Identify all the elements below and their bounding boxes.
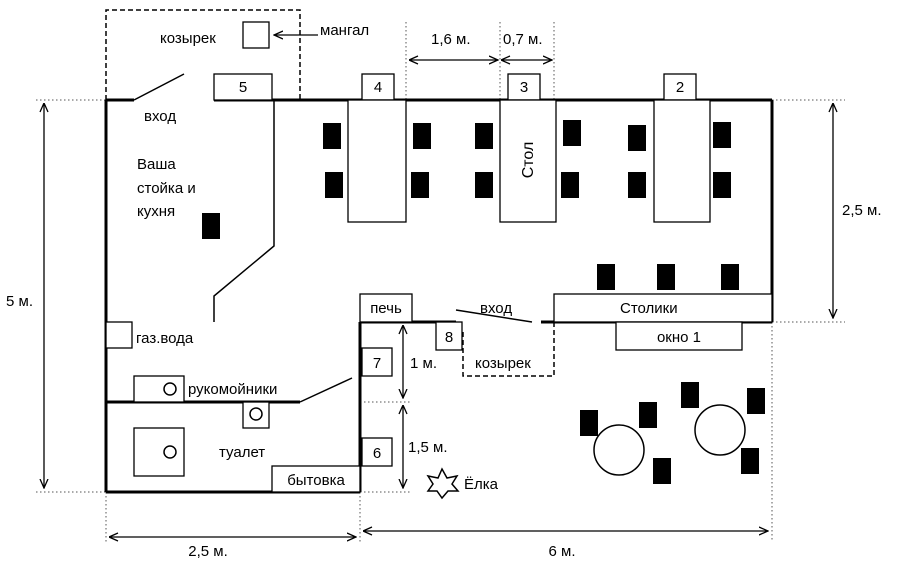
dim-height-1-label: 1 м. xyxy=(410,355,437,372)
sink-box-2 xyxy=(242,401,270,429)
chair-icon xyxy=(741,448,759,474)
utility-room-label: бытовка xyxy=(287,472,345,489)
chair-icon xyxy=(411,172,429,198)
chair-icon xyxy=(653,458,671,484)
canopy-top: козырек xyxy=(105,9,301,100)
box-7-label: 7 xyxy=(373,355,381,372)
utility-room-box xyxy=(271,465,361,493)
gas-water-label: газ.вода xyxy=(136,330,194,347)
chair-icon xyxy=(713,122,731,148)
dim-gap-1-6-label: 1,6 м. xyxy=(431,31,471,48)
tables-label: Столики xyxy=(620,300,678,317)
chair-icon xyxy=(597,264,615,290)
canopy-top-label: козырек xyxy=(160,30,216,47)
toilet-label: туалет xyxy=(219,444,265,461)
dim-width-2-5-label: 2,5 м. xyxy=(188,543,228,560)
chair-icon xyxy=(561,172,579,198)
table-4 xyxy=(347,99,407,223)
chair-icon xyxy=(681,382,699,408)
entrance-mid-label: вход xyxy=(480,300,512,317)
sinks-label: рукомойники xyxy=(188,381,277,398)
stove-box xyxy=(359,293,413,323)
box-4 xyxy=(361,73,395,101)
window-box xyxy=(615,321,743,351)
chair-icon xyxy=(721,264,739,290)
gas-water-box xyxy=(105,321,133,349)
box-8 xyxy=(435,321,463,351)
round-table xyxy=(694,404,746,456)
chair-icon xyxy=(747,388,765,414)
counter-kitchen-line1: Ваша xyxy=(137,156,176,173)
chair-icon xyxy=(580,410,598,436)
box-7 xyxy=(361,347,393,377)
chair-icon xyxy=(475,123,493,149)
chair-icon xyxy=(713,172,731,198)
sink-icon xyxy=(163,382,177,396)
chair-icon xyxy=(325,172,343,198)
box-5-label: 5 xyxy=(239,79,247,96)
dim-width-6-label: 6 м. xyxy=(549,543,576,560)
sink-icon xyxy=(249,407,263,421)
window-label: окно 1 xyxy=(657,329,701,346)
chair-icon xyxy=(628,125,646,151)
table-3 xyxy=(499,99,557,223)
table-2 xyxy=(653,99,711,223)
canopy-mid-label: козырек xyxy=(475,355,531,372)
chair-icon xyxy=(628,172,646,198)
table-vertical-label: Стол xyxy=(520,142,537,179)
stove-label: печь xyxy=(370,300,402,317)
chair-icon xyxy=(639,402,657,428)
box-8-label: 8 xyxy=(445,329,453,346)
box-2-label: 2 xyxy=(676,79,684,96)
tables-counter xyxy=(553,293,773,323)
counter-kitchen-line3: кухня xyxy=(137,203,175,220)
guide-lines xyxy=(36,22,845,542)
counter-kitchen-line2: стойка и xyxy=(137,180,196,197)
entrance-top-label: вход xyxy=(144,108,176,125)
christmas-tree-label: Ёлка xyxy=(464,476,499,493)
chair-icon xyxy=(413,123,431,149)
chair-icon xyxy=(202,213,220,239)
dim-gap-0-7-label: 0,7 м. xyxy=(503,31,543,48)
grill-label: мангал xyxy=(320,22,369,39)
chair-icon xyxy=(563,120,581,146)
canopy-mid xyxy=(462,322,555,377)
chair-icon xyxy=(323,123,341,149)
round-table xyxy=(593,424,645,476)
box-4-label: 4 xyxy=(374,79,382,96)
dim-height-1-5-label: 1,5 м. xyxy=(408,439,448,456)
box-6-label: 6 xyxy=(373,445,381,462)
dim-height-2-5-label: 2,5 м. xyxy=(842,202,882,219)
box-5 xyxy=(213,73,273,101)
toilet-icon xyxy=(163,445,177,459)
grill-box xyxy=(242,21,270,49)
chair-icon xyxy=(475,172,493,198)
box-3-label: 3 xyxy=(520,79,528,96)
christmas-tree-icon xyxy=(426,467,460,500)
box-6 xyxy=(361,437,393,467)
chair-icon xyxy=(657,264,675,290)
dim-height-5-label: 5 м. xyxy=(6,293,33,310)
